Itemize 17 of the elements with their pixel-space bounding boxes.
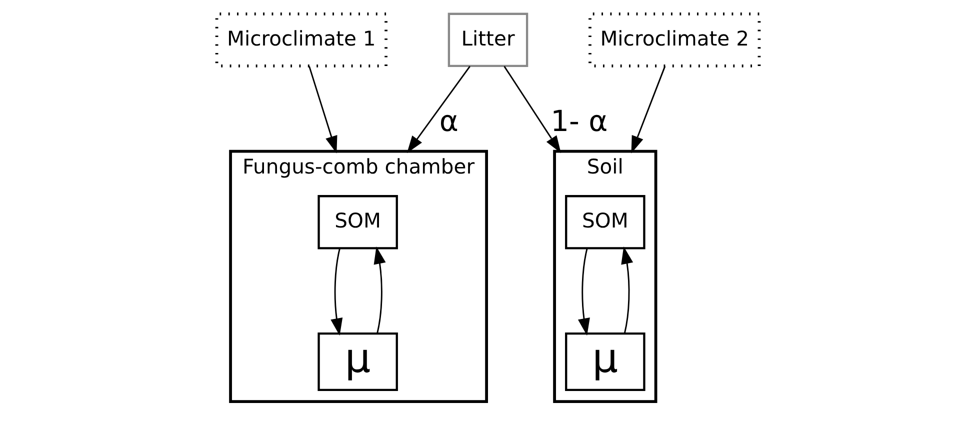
arrow <box>406 66 470 154</box>
edge-label: α <box>439 104 458 138</box>
arrow <box>578 248 590 336</box>
node-box: SOM <box>565 195 646 250</box>
node-box: Litter <box>448 12 528 68</box>
arrow <box>504 66 562 154</box>
arrow <box>621 246 634 334</box>
node-box: SOM <box>318 195 398 250</box>
arrow <box>631 66 666 154</box>
node-box: Microclimate 1 <box>215 12 388 68</box>
arrow <box>374 246 386 334</box>
edge-label: 1- α <box>550 104 608 138</box>
arrow <box>330 248 343 336</box>
arrow <box>308 66 338 154</box>
node-box: μ <box>318 332 398 392</box>
node-box: μ <box>565 332 646 392</box>
node-box: Microclimate 2 <box>588 12 761 68</box>
